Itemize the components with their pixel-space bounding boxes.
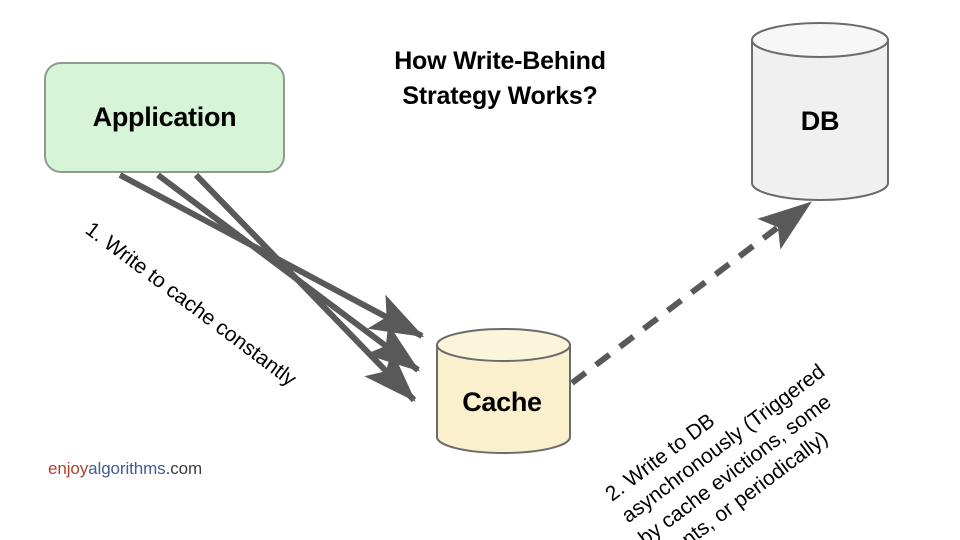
db-cylinder-shape [751,22,889,201]
watermark-part-tld: .com [165,459,203,478]
watermark-part-enjoy: enjoy [48,459,89,478]
diagram-title: How Write-Behind Strategy Works? [330,44,670,113]
diagram-title-line-1: How Write-Behind [394,47,606,75]
application-node-label: Application [92,102,237,132]
site-watermark: enjoyalgorithms.com [48,459,202,479]
db-node-label: DB [800,106,840,136]
application-node[interactable]: Application [44,62,285,173]
diagram-title-line-2: Strategy Works? [402,81,598,110]
arrow-cache-to-db [570,200,812,386]
watermark-part-algorithms: algorithms [88,459,166,478]
cache-node-label: Cache [462,387,542,417]
arrow-app-to-cache-group [118,172,425,403]
cache-cylinder-shape [436,328,571,454]
arrow-app-to-cache-3 [193,172,417,403]
